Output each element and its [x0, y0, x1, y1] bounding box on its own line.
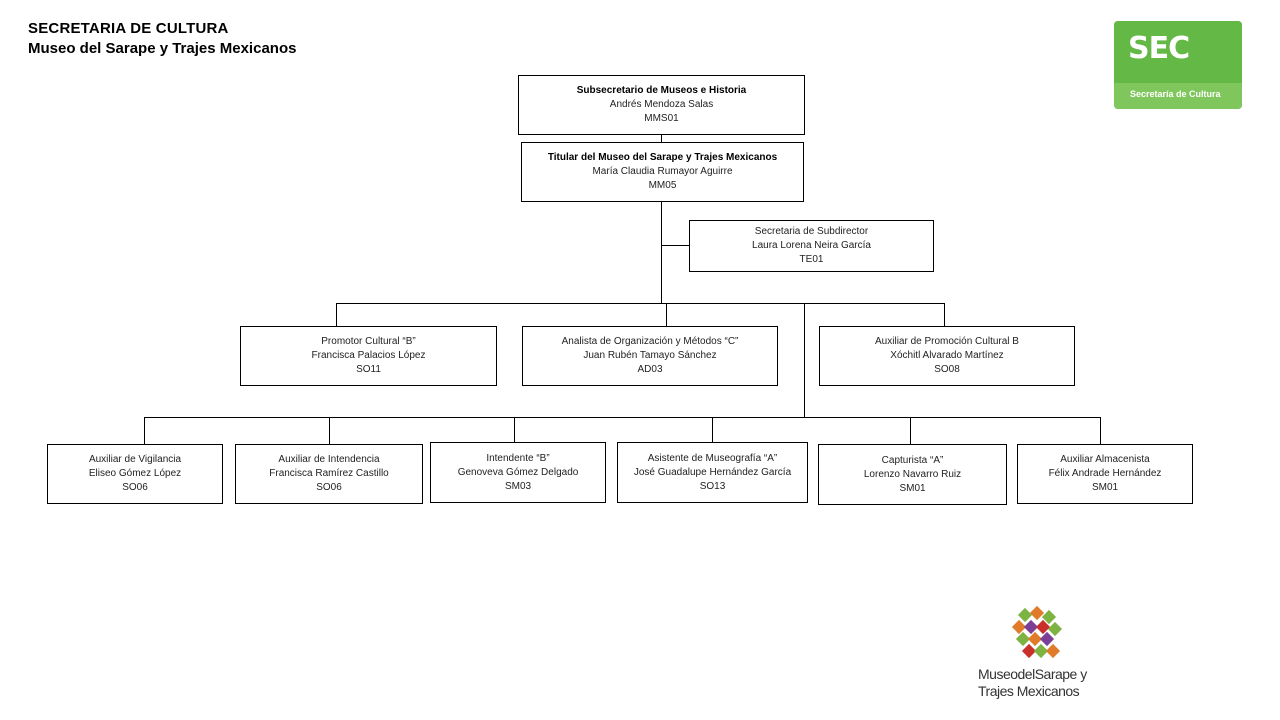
sec-logo-word: SEC: [1128, 31, 1190, 66]
sarape-weave-icon: [1011, 605, 1063, 659]
org-box-name: Genoveva Gómez Delgado: [457, 466, 579, 478]
org-box-code: MM05: [648, 180, 677, 191]
org-box-secretaria: Secretaria de Subdirector Laura Lorena N…: [689, 220, 934, 272]
connector-line: [1100, 417, 1101, 444]
org-box-title: Subsecretario de Museos e Historia: [576, 85, 747, 96]
org-box-title: Auxiliar Almacenista: [1060, 454, 1150, 465]
org-box-name: María Claudia Rumayor Aguirre: [592, 166, 733, 177]
org-box-name: Laura Lorena Neira García: [752, 240, 871, 251]
connector-line: [514, 417, 515, 442]
org-box-code: MMS01: [644, 113, 679, 124]
org-box-asistente-museografia: Asistente de Museografía “A” José Guadal…: [617, 442, 808, 503]
org-box-name: Francisca Ramírez Castillo: [269, 468, 389, 479]
connector-line: [661, 134, 662, 143]
org-box-code: SM01: [1091, 482, 1119, 493]
org-box-title: Secretaria de Subdirector: [754, 226, 869, 237]
org-box-auxiliar-intendencia: Auxiliar de Intendencia Francisca Ramíre…: [235, 444, 423, 504]
connector-line: [910, 417, 911, 444]
org-box-title: Auxiliar de Intendencia: [278, 454, 380, 465]
org-box-title: Auxiliar de Promoción Cultural B: [875, 336, 1019, 347]
org-box-title: Analista de Organización y Métodos “C”: [561, 336, 739, 347]
org-box-name: Eliseo Gómez López: [88, 468, 182, 479]
org-box-name: Francisca Palacios López: [311, 350, 426, 361]
org-box-title: Promotor Cultural “B”: [321, 336, 416, 347]
org-box-code: TE01: [799, 254, 824, 265]
org-box-code: SM03: [504, 480, 532, 492]
org-box-title: Titular del Museo del Sarape y Trajes Me…: [547, 152, 778, 163]
connector-line: [804, 303, 805, 418]
org-box-auxiliar-vigilancia: Auxiliar de Vigilancia Eliseo Gómez Lópe…: [47, 444, 223, 504]
connector-line: [661, 202, 662, 303]
org-box-name: Xóchitl Alvarado Martínez: [890, 350, 1004, 361]
connector-line: [944, 303, 945, 327]
sec-logo-subtitle: Secretaría de Cultura: [1130, 89, 1221, 99]
org-box-intendente: Intendente “B” Genoveva Gómez Delgado SM…: [430, 442, 606, 503]
connector-line: [661, 245, 690, 246]
org-box-code: SO13: [699, 480, 726, 492]
org-box-name: Lorenzo Navarro Ruiz: [863, 468, 962, 480]
org-box-auxiliar-promocion: Auxiliar de Promoción Cultural B Xóchitl…: [819, 326, 1075, 386]
org-box-code: SO08: [934, 364, 960, 375]
org-box-code: SM01: [899, 482, 926, 494]
org-box-code: SO06: [122, 482, 148, 493]
org-box-titular: Titular del Museo del Sarape y Trajes Me…: [521, 142, 804, 202]
org-box-title: Intendente “B”: [486, 452, 550, 464]
org-box-auxiliar-almacenista: Auxiliar Almacenista Félix Andrade Herná…: [1017, 444, 1193, 504]
org-box-code: AD03: [637, 364, 663, 375]
museo-logo-line2: Trajes Mexicanos: [978, 683, 1080, 699]
connector-line: [712, 417, 713, 442]
connector-line: [144, 417, 145, 444]
org-box-capturista: Capturista “A” Lorenzo Navarro Ruiz SM01: [818, 444, 1007, 505]
org-box-title: Auxiliar de Vigilancia: [88, 454, 182, 465]
org-box-name: Andrés Mendoza Salas: [609, 99, 714, 110]
org-box-name: Félix Andrade Hernández: [1048, 468, 1162, 479]
org-box-title: Capturista “A”: [881, 454, 944, 466]
org-box-code: SO11: [356, 364, 381, 375]
connector-line: [666, 303, 667, 327]
museo-logo-line1: MuseodelSarape y: [978, 666, 1087, 682]
connector-line: [336, 303, 337, 327]
org-box-name: José Guadalupe Hernández García: [633, 466, 792, 478]
org-box-name: Juan Rubén Tamayo Sánchez: [583, 350, 717, 361]
sec-logo: SEC Secretaría de Cultura: [1114, 21, 1242, 109]
connector-line: [144, 417, 1101, 418]
org-box-promotor-cultural: Promotor Cultural “B” Francisca Palacios…: [240, 326, 497, 386]
header-secretaria: SECRETARIA DE CULTURA: [28, 20, 229, 37]
org-box-analista: Analista de Organización y Métodos “C” J…: [522, 326, 778, 386]
org-box-code: SO06: [316, 482, 342, 493]
org-box-subsecretario: Subsecretario de Museos e Historia André…: [518, 75, 805, 135]
connector-line: [329, 417, 330, 444]
museo-sarape-logo: MuseodelSarape y Trajes Mexicanos: [970, 604, 1110, 710]
header-museo: Museo del Sarape y Trajes Mexicanos: [28, 40, 297, 57]
connector-line: [336, 303, 945, 304]
org-box-title: Asistente de Museografía “A”: [647, 452, 778, 464]
